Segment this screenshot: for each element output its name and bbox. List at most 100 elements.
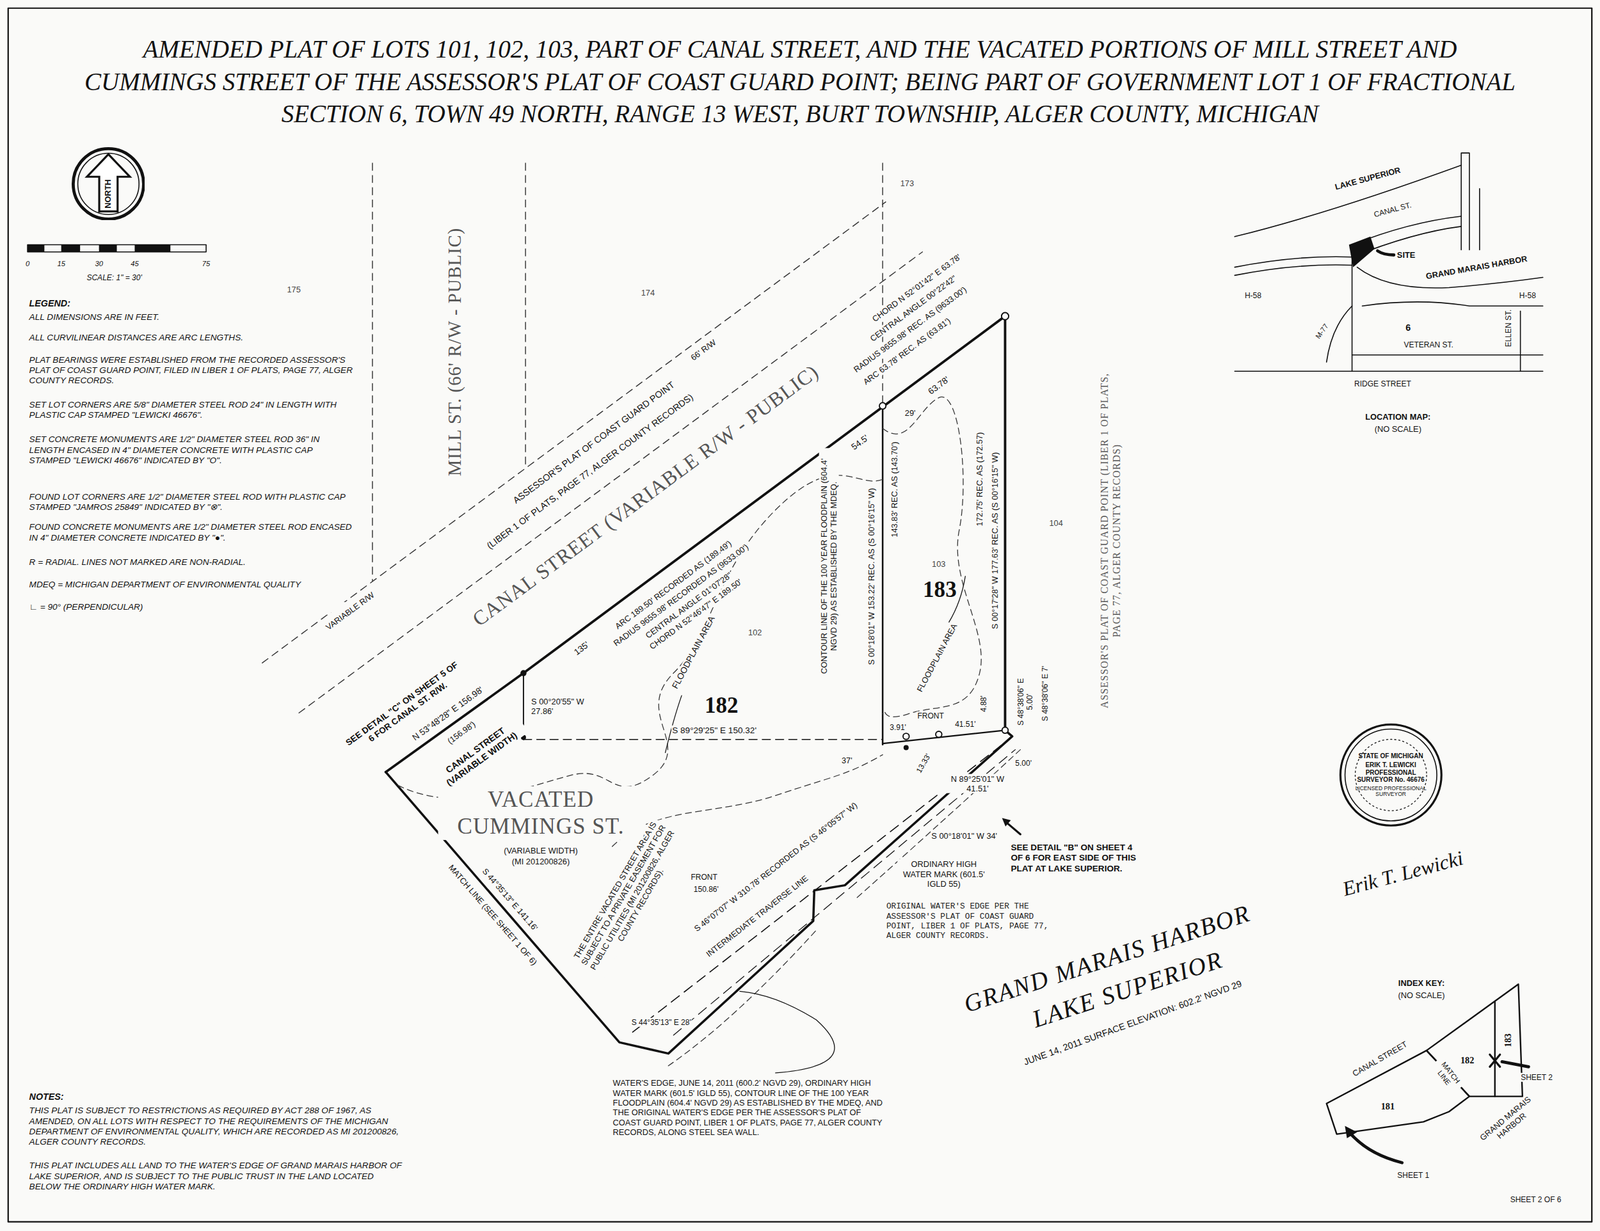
map-label: LAKE SUPERIOR (1333, 165, 1403, 193)
legend-note: 0 (24, 259, 31, 269)
dimension-label: CANAL STREET (1349, 1039, 1410, 1080)
map-label: 103 (931, 559, 946, 569)
dimension-label: S 00°18'01" W 153.22' REC. AS (S 00°16'1… (866, 487, 877, 666)
legend-note: ∟ = 90° (PERPENDICULAR) (28, 602, 357, 613)
map-label: SITE (1396, 250, 1416, 260)
dimension-label: CENTRAL ANGLE 01°07'28" (643, 569, 735, 641)
legend-note: MDEQ = MICHIGAN DEPARTMENT OF ENVIRONMEN… (28, 579, 357, 591)
legend-note: 75 (201, 259, 211, 269)
node-text: STATE OF MICHIGAN (1358, 752, 1423, 761)
street-name: ASSESSOR'S PLAT OF COAST GUARD POINT (LI… (1098, 371, 1123, 710)
legend-note: 30 (94, 259, 104, 269)
legend-note: FOUND LOT CORNERS ARE 1/2" DIAMETER STEE… (28, 492, 357, 514)
map-label: 173 (899, 178, 915, 189)
dimension-label: THE ENTIRE VACATED STREET AREA IS SUBJEC… (569, 816, 687, 979)
dimension-label: FRONT (689, 872, 718, 882)
legend-note: NOTES: (28, 1091, 65, 1103)
note-text: ORIGINAL WATER'S EDGE PER THE ASSESSOR'S… (885, 901, 1066, 941)
dimension-label: FRONT (916, 711, 944, 721)
dimension-label: 13.33' (913, 751, 934, 776)
dimension-label: S 00°18'01" W 34' (930, 832, 998, 842)
dimension-label: S 48°38'06" E 7' (1040, 665, 1049, 722)
dimension-label: S 46°07'07" W 310.78' RECORDED AS (S 46°… (691, 800, 859, 935)
dimension-label: S 00°17'28" W 177.63' REC. AS (S 00°16'1… (990, 451, 1000, 630)
legend-note: 45 (129, 259, 139, 269)
legend-note: PLAT BEARINGS WERE ESTABLISHED FROM THE … (28, 355, 357, 387)
lot-number: 182 (1459, 1056, 1475, 1067)
dimension-label: S 44°35'13" E 141.16' (480, 866, 541, 934)
map-label: GRAND MARAIS HARBOR (1424, 253, 1529, 281)
dimension-label: 143.83' REC. AS (143.70') (890, 441, 900, 539)
dimension-label: RIDGE STREET (1353, 378, 1412, 388)
legend-note: LEGEND: (28, 298, 72, 310)
dimension-label: H-58 (1244, 291, 1263, 301)
plat-title: AMENDED PLAT OF LOTS 101, 102, 103, PART… (76, 33, 1524, 131)
map-label: 175 (286, 284, 302, 295)
map-label: SEE DETAIL "B" ON SHEET 4 OF 6 FOR EAST … (1009, 842, 1144, 875)
dimension-label: FLOODPLAIN AREA (913, 621, 959, 695)
dimension-label: SHEET 2 OF 6 (1509, 1195, 1563, 1205)
map-label: LOCATION MAP: (1364, 412, 1432, 422)
dimension-label: ELLEN ST. (1503, 309, 1513, 349)
dimension-label: S 48°38'06" E 5.00' (1016, 669, 1035, 735)
dimension-label: ORDINARY HIGH WATER MARK (601.5' IGLD 55… (897, 859, 991, 889)
signature: Erik T. Lewicki (1339, 846, 1467, 904)
node-body: NORTH (103, 179, 114, 209)
map-label: 174 (640, 288, 656, 298)
legend-note: THIS PLAT IS SUBJECT TO RESTRICTIONS AS … (28, 1105, 408, 1148)
lot-number: 182 (704, 692, 740, 720)
dimension-label: 63.78' (925, 374, 952, 398)
map-label: CANAL STREET (VARIABLE WIDTH) (428, 714, 529, 796)
dimension-label: (NO SCALE) (1397, 990, 1446, 1001)
dimension-label: SHEET 2 (1520, 1072, 1554, 1082)
node-text: ERIK T. LEWICKI PROFESSIONAL SURVEYOR No… (1354, 761, 1428, 784)
dimension-label: 54.5' (849, 432, 872, 454)
lot-number: 183 (1502, 1033, 1514, 1049)
surveyor-seal: STATE OF MICHIGANERIK T. LEWICKI PROFESS… (1338, 723, 1444, 828)
lot-number: 181 (1380, 1101, 1396, 1113)
street-name: VACATED CUMMINGS ST. (438, 786, 644, 841)
dimension-label: WATER'S EDGE, JUNE 14, 2011 (600.2' NGVD… (612, 1078, 890, 1138)
dimension-label: 37' (840, 756, 854, 767)
legend-note: SET CONCRETE MONUMENTS ARE 1/2" DIAMETER… (28, 434, 357, 466)
legend-note: SCALE: 1" = 30' (85, 272, 143, 282)
map-label: 104 (1048, 518, 1064, 528)
dimension-label: (MI 201200826) (511, 857, 571, 868)
node-body: STATE OF MICHIGANERIK T. LEWICKI PROFESS… (1354, 752, 1428, 799)
lot-number: 183 (922, 576, 958, 604)
legend-note: SET LOT CORNERS ARE 5/8" DIAMETER STEEL … (28, 400, 357, 422)
dimension-label: S 89°29'25" E 150.32' (671, 725, 758, 736)
legend-note: FOUND CONCRETE MONUMENTS ARE 1/2" DIAMET… (28, 522, 357, 544)
dimension-label: 150.86' (693, 885, 720, 895)
dimension-label: (VARIABLE WIDTH) (503, 846, 579, 856)
dimension-label: H-58 (1518, 291, 1537, 301)
node-text: LICENSED PROFESSIONAL SURVEYOR (1354, 785, 1428, 799)
dimension-label: (156.98') (444, 718, 478, 747)
legend-note: ALL CURVILINEAR DISTANCES ARE ARC LENGTH… (28, 332, 357, 344)
dimension-label: 135' (571, 639, 592, 658)
dimension-label: S 00°20'55" W 27.86' (530, 696, 604, 717)
legend-note: THIS PLAT INCLUDES ALL LAND TO THE WATER… (28, 1160, 408, 1193)
dimension-label: 5.00' (1014, 758, 1033, 768)
dimension-label: M-77 (1313, 321, 1332, 342)
dimension-label: 4.88' (979, 695, 989, 713)
street-name: MILL ST. (66' R/W - PUBLIC) (442, 227, 465, 478)
dimension-label: GRAND MARAIS HARBOR (1472, 1089, 1545, 1156)
map-label: 6 (1404, 323, 1412, 335)
dimension-label: 66' R/W (688, 337, 719, 363)
map-label: INDEX KEY: (1397, 978, 1446, 989)
dimension-label: S 44°35'13" E 28' (631, 1017, 692, 1027)
map-label: 102 (747, 627, 763, 638)
legend-note: ALL DIMENSIONS ARE IN FEET. (28, 312, 357, 323)
dimension-label: CONTOUR LINE OF THE 100 YEAR FLOODPLAIN … (818, 448, 839, 685)
dimension-label: N 89°25'01" W 41.51' (941, 773, 1015, 794)
dimension-label: 29' (904, 408, 917, 418)
dimension-label: 172.75' REC. AS (172.57) (974, 432, 985, 528)
dimension-label: 3.91' (888, 723, 907, 733)
legend-note: 15 (56, 259, 66, 269)
dimension-label: CANAL ST. (1372, 200, 1414, 220)
legend-note: R = RADIAL. LINES NOT MARKED ARE NON-RAD… (28, 557, 357, 568)
node-text: NORTH (103, 179, 114, 209)
dimension-label: SHEET 1 (1396, 1170, 1430, 1180)
